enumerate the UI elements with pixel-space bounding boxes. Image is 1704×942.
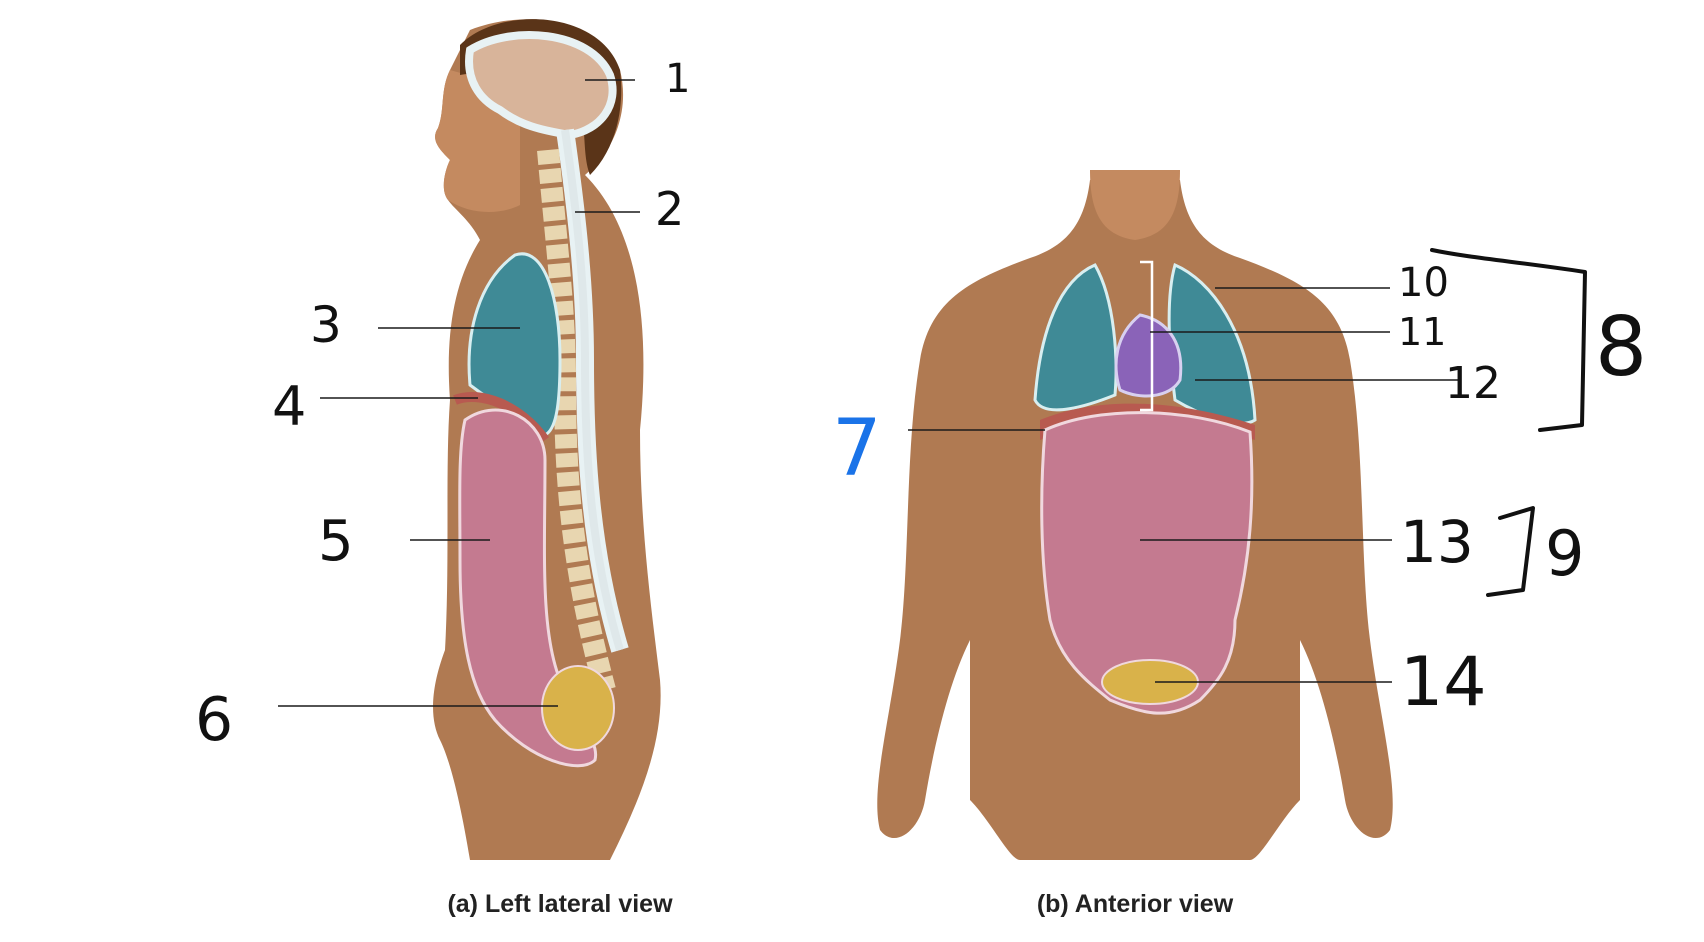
label-7: 7 bbox=[832, 404, 882, 494]
label-1: 1 bbox=[665, 56, 690, 102]
anterior-neck bbox=[1090, 170, 1180, 240]
label-12: 12 bbox=[1445, 358, 1501, 409]
number-labels: 1 2 3 4 5 6 7 8 9 10 11 12 13 14 bbox=[195, 56, 1647, 755]
spinal-cord-core bbox=[561, 129, 624, 652]
vertebral-column bbox=[537, 149, 616, 693]
anterior-view-figure bbox=[877, 170, 1393, 860]
anterior-heart bbox=[1114, 313, 1183, 398]
lateral-view-figure bbox=[433, 19, 661, 861]
label-5: 5 bbox=[318, 509, 354, 574]
label-14: 14 bbox=[1400, 643, 1487, 722]
label-9: 9 bbox=[1545, 517, 1584, 590]
bracket-8 bbox=[1430, 248, 1587, 432]
label-6: 6 bbox=[195, 685, 233, 755]
leader-lines bbox=[278, 79, 1460, 707]
caption-lateral-view: (a) Left lateral view bbox=[447, 890, 673, 918]
lateral-pelvic-cavity bbox=[541, 665, 615, 751]
label-4: 4 bbox=[272, 375, 306, 438]
anterior-left-lung bbox=[1033, 263, 1118, 412]
label-3: 3 bbox=[310, 296, 342, 354]
label-8: 8 bbox=[1595, 300, 1647, 395]
label-13: 13 bbox=[1400, 508, 1474, 576]
mediastinum-marker bbox=[1140, 260, 1154, 412]
brain bbox=[465, 31, 617, 140]
lateral-abdominopelvic-cavity bbox=[458, 408, 598, 768]
caption-anterior-view: (b) Anterior view bbox=[1037, 890, 1234, 918]
label-2: 2 bbox=[655, 182, 684, 236]
label-10: 10 bbox=[1398, 260, 1449, 306]
bracket-9 bbox=[1486, 506, 1535, 597]
label-11: 11 bbox=[1398, 310, 1446, 354]
anterior-abdominopelvic-cavity bbox=[1040, 411, 1254, 715]
